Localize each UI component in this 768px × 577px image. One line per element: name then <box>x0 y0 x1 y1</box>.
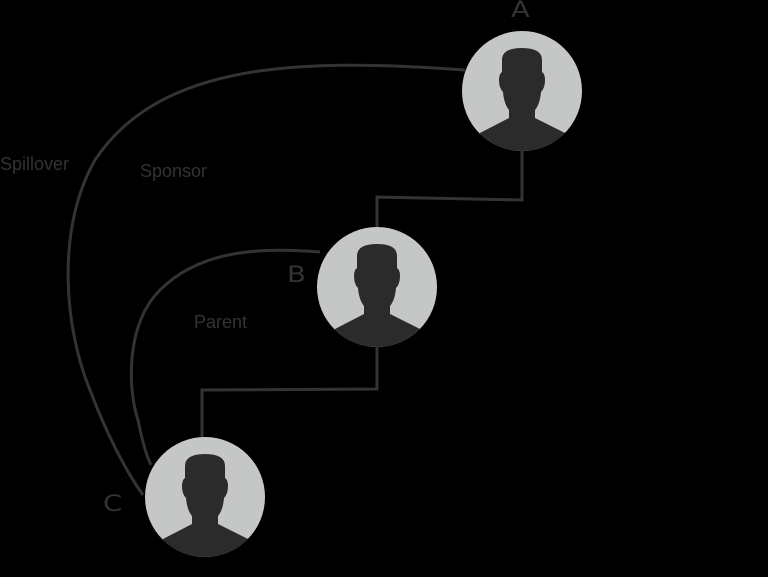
node-b[interactable] <box>317 227 437 356</box>
user-silhouette-icon <box>335 244 420 347</box>
node-a[interactable] <box>462 31 582 160</box>
node-c[interactable] <box>145 437 265 566</box>
parent-label: Parent <box>194 312 248 332</box>
node-label-a: A <box>511 0 530 23</box>
spillover-label: Spillover <box>0 154 70 174</box>
user-silhouette-icon <box>480 48 565 151</box>
user-silhouette-icon <box>163 454 248 557</box>
connector-a-to-b <box>375 151 524 228</box>
sponsor-label: Sponsor <box>140 161 208 181</box>
connector-b-to-c <box>200 347 379 438</box>
node-label-b: B <box>287 263 306 288</box>
parent-curve <box>129 248 321 466</box>
spillover-curve <box>66 63 466 496</box>
node-label-c: C <box>103 492 123 517</box>
